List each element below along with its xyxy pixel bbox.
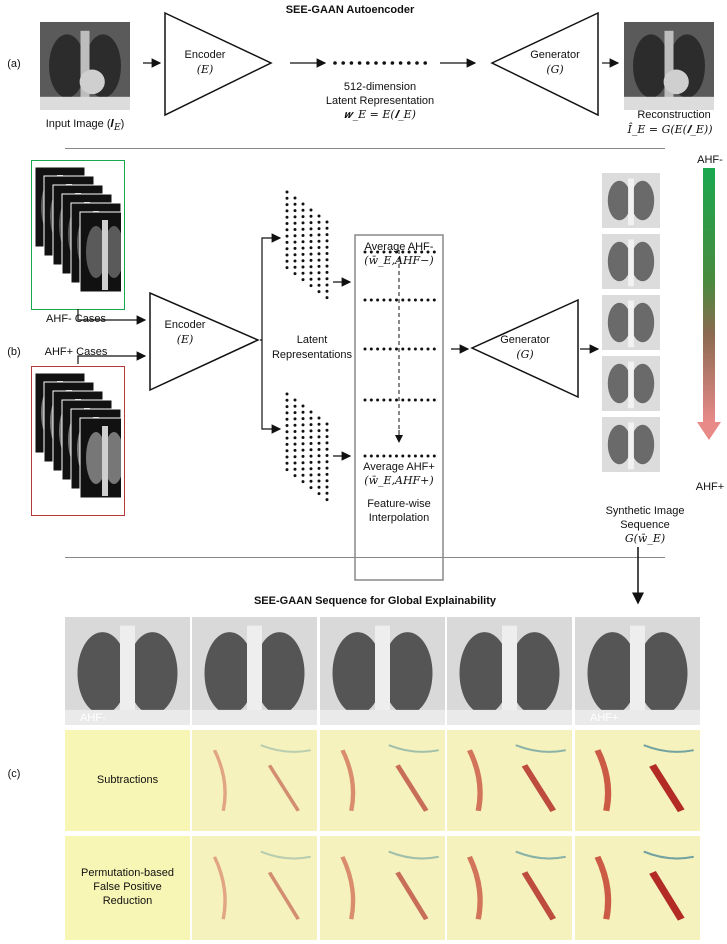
permutation-map-3 [447, 836, 572, 940]
latent-a-line1: 512-dimension [343, 81, 417, 93]
interpolation-label-1: Feature-wise [367, 498, 431, 510]
ahf-neg-stack [34, 166, 121, 293]
permutation-label-2: False Positive [93, 881, 162, 893]
subtraction-map-3 [447, 730, 572, 831]
reconstruction-caption: Reconstruction [637, 109, 711, 121]
permutation-label-3: Reduction [102, 895, 153, 907]
panel-a-graphics [143, 11, 620, 117]
permutation-map-2 [320, 836, 445, 940]
panel-b-label: (b) [7, 346, 21, 358]
synthetic-xray-1 [602, 173, 660, 228]
gradient-bottom-label: AHF+ [695, 481, 725, 493]
generator-a-triangle [490, 11, 599, 117]
encoder-b-triangle [149, 291, 260, 392]
latent-a-formula: 𝒘_E = E(𝑰_E) [344, 108, 416, 121]
sequence-last-label: AHF+ [590, 712, 619, 724]
subtraction-map-2 [320, 730, 445, 831]
sequence-xray-2 [192, 617, 317, 725]
encoder-a-label: Encoder [184, 49, 226, 61]
synthetic-to-sequence-arrow [632, 547, 644, 605]
synthetic-label-1: Synthetic Image [605, 505, 685, 517]
synthetic-label-2: Sequence [620, 519, 670, 531]
divider-a-b [65, 148, 665, 149]
avg-neg-formula: (w̄_E,AHF−) [364, 254, 434, 267]
sequence-xray-3 [320, 617, 445, 725]
avg-neg-label: Average AHF- [364, 241, 434, 253]
ahf-pos-cases-label: AHF+ Cases [44, 346, 108, 358]
encoder-a-triangle [164, 11, 273, 117]
latent-b-label-1: Latent [296, 334, 328, 346]
ahf-neg-cases-label: AHF- Cases [46, 313, 106, 325]
sequence-xray-1 [65, 617, 190, 725]
generator-b-triangle [470, 298, 579, 399]
latent-b-label-2: Representations [271, 349, 353, 361]
panel-a-label: (a) [7, 58, 21, 70]
gradient-top-label: AHF- [697, 154, 723, 166]
avg-pos-formula: (w̄_E,AHF+) [364, 474, 434, 487]
sequence-first-label: AHF- [80, 712, 106, 724]
gradient-arrow-shaft [703, 168, 715, 422]
generator-b-label: Generator [500, 334, 550, 346]
permutation-map-1 [192, 836, 317, 940]
panel-a-title: SEE-GAAN Autoencoder [285, 4, 415, 16]
reconstruction-xray-image [624, 22, 714, 110]
synthetic-xray-3 [602, 295, 660, 350]
gradient-arrow-head [697, 422, 721, 440]
subtractions-label-cell [65, 730, 190, 831]
sequence-xray-5 [575, 617, 700, 725]
panel-c-title: SEE-GAAN Sequence for Global Explainabil… [253, 595, 497, 607]
avg-pos-label: Average AHF+ [363, 461, 435, 473]
subtraction-map-4 [575, 730, 700, 831]
synthetic-formula: G(w̄_E) [624, 532, 666, 545]
encoder-b-symbol: (E) [176, 333, 194, 346]
interpolation-label-2: Interpolation [368, 512, 430, 524]
reconstruction-formula: Î_E = G(E(𝑰_E)) [627, 123, 713, 136]
latent-a-line2: Latent Representation [325, 95, 435, 107]
encoder-b-label: Encoder [164, 319, 206, 331]
ahf-pos-stack [34, 372, 121, 499]
divider-b-c [65, 557, 665, 558]
permutation-map-4 [575, 836, 700, 940]
sequence-xray-4 [447, 617, 572, 725]
permutation-label-1: Permutation-based [81, 867, 174, 879]
generator-a-symbol: (G) [546, 63, 564, 76]
encoder-a-symbol: (E) [196, 63, 214, 76]
synthetic-xray-4 [602, 356, 660, 411]
subtraction-map-1 [192, 730, 317, 831]
synthetic-xray-2 [602, 234, 660, 289]
subtractions-label: Subtractions [96, 774, 159, 786]
panel-b-graphics [77, 168, 721, 581]
input-caption: Input Image (𝑰E) [45, 118, 125, 134]
input-xray-image [40, 22, 130, 110]
generator-b-symbol: (G) [516, 348, 534, 361]
generator-a-label: Generator [530, 49, 580, 61]
ahf-pos-cases-box [31, 366, 125, 516]
permutation-label-cell [65, 836, 190, 940]
panel-c-label: (c) [7, 768, 21, 780]
synthetic-xray-5 [602, 417, 660, 472]
